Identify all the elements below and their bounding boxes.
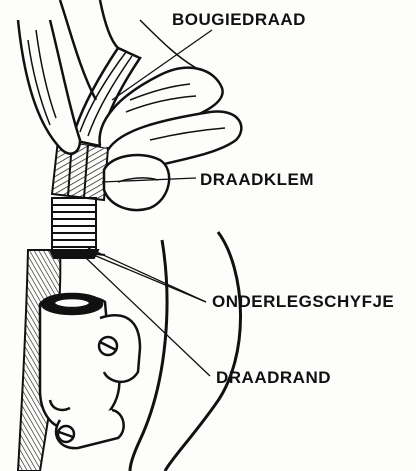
label-washer: ONDERLEGSCHYFJE (212, 292, 394, 312)
label-wire-clamp: DRAADKLEM (200, 170, 314, 190)
label-spark-plug-wire: BOUGIEDRAAD (172, 10, 306, 30)
elbow-fitting (40, 294, 140, 448)
engine-block (130, 232, 241, 471)
label-thread-edge: DRAADRAND (216, 368, 331, 388)
leader-washer-2 (96, 256, 206, 302)
